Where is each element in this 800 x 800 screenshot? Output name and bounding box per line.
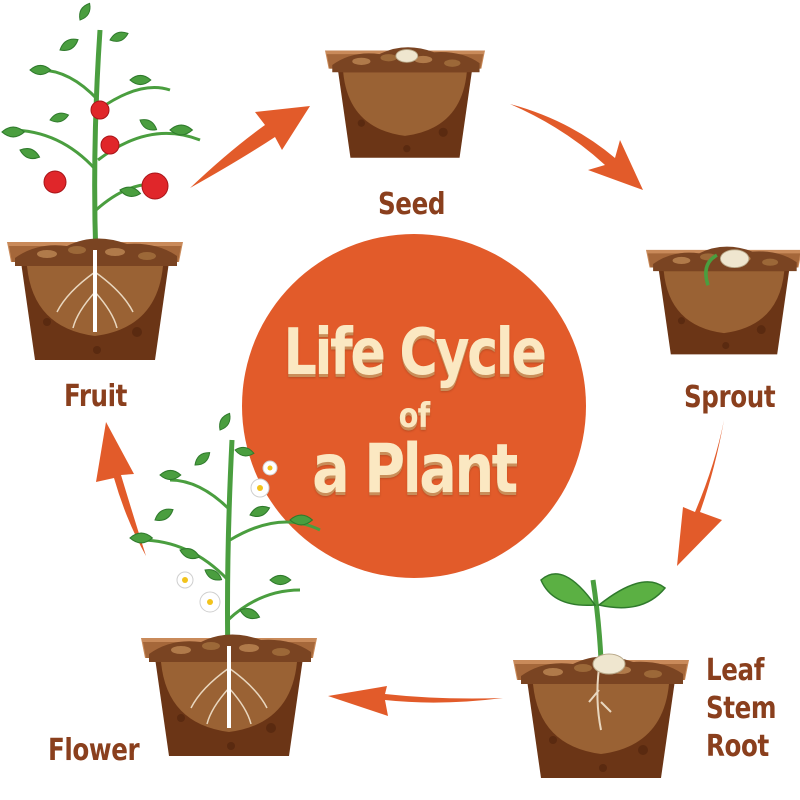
seed-pot-illustration [325, 47, 485, 158]
title-line-2: of [398, 396, 431, 436]
title-line-1: Life Cycle [283, 316, 547, 390]
stage-label-sprout: Sprout [684, 380, 776, 415]
title-line-3: a Plant [312, 430, 518, 509]
stage-label-root: Root [706, 729, 769, 764]
stage-seedling: Leaf Stem Root [510, 560, 800, 800]
seedling-pot-illustration [513, 573, 689, 778]
fruit-plant-illustration [1, 0, 201, 261]
stage-seed: Seed [320, 20, 490, 220]
stage-fruit: Fruit [0, 0, 220, 420]
stage-flower: Flower [20, 410, 340, 800]
stage-sprout: Sprout [640, 225, 800, 425]
flower-pot-illustration [141, 634, 317, 756]
stage-label-leaf: Leaf [706, 653, 765, 688]
fruit-pot-illustration [7, 238, 183, 360]
stage-label-seedling: Leaf Stem Root [706, 652, 777, 766]
stage-label-fruit: Fruit [64, 379, 128, 414]
stage-label-flower: Flower [48, 733, 140, 768]
sprout-pot-illustration [646, 246, 800, 355]
stage-label-stem: Stem [706, 691, 777, 726]
stage-label-seed: Seed [378, 187, 446, 222]
